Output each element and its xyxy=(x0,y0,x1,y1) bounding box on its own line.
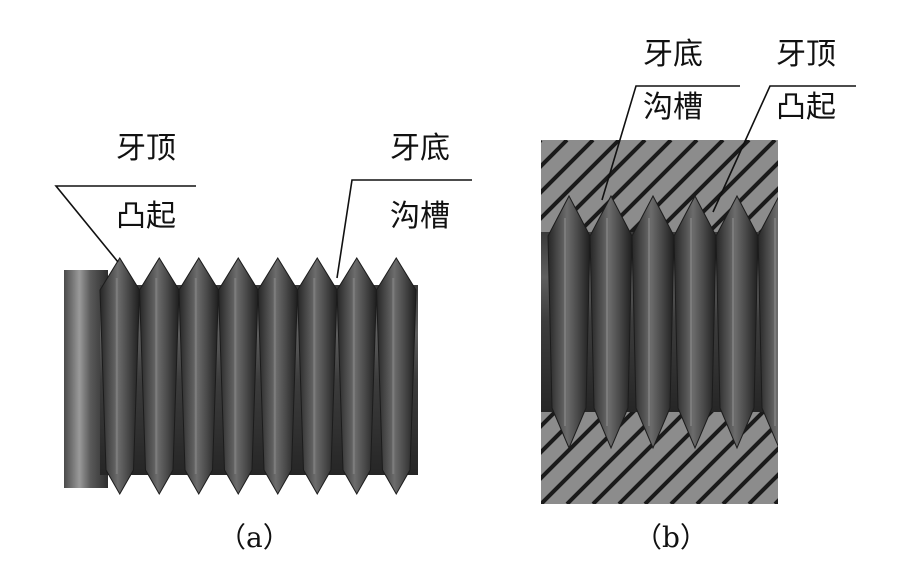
label-b-root-top: 牙底 xyxy=(643,37,703,72)
thread-tooth-b xyxy=(589,194,633,450)
label-a-root-bottom: 沟槽 xyxy=(390,199,450,234)
caption-b: （b） xyxy=(634,521,708,554)
hatch-line xyxy=(801,140,899,504)
leader-crest-a xyxy=(54,185,196,263)
thread-tooth-a xyxy=(257,257,299,496)
figure-b-section xyxy=(541,140,899,504)
thread-tooth-b xyxy=(715,194,759,450)
hatch-line xyxy=(541,140,647,247)
hatch-line xyxy=(541,140,621,221)
label-b-crest-top: 牙顶 xyxy=(776,37,836,72)
thread-tooth-a xyxy=(99,257,141,496)
figure-a-thread xyxy=(64,257,418,496)
label-a-root-top: 牙底 xyxy=(390,131,450,166)
thread-tooth-b xyxy=(547,194,591,450)
thread-tooth-a xyxy=(217,257,259,496)
leader-root-a xyxy=(336,179,472,279)
hatch-line xyxy=(773,498,778,504)
hatch-line xyxy=(541,140,699,299)
hatch-line xyxy=(617,342,778,504)
hatch-line xyxy=(643,368,778,504)
hatch-line xyxy=(669,394,778,504)
thread-tooth-b xyxy=(673,194,717,450)
thread-tooth-b xyxy=(757,196,778,447)
leader-root-b xyxy=(601,85,740,201)
hatch-line xyxy=(879,140,899,504)
thread-tooth-a xyxy=(336,257,378,496)
thread-tooth-b xyxy=(631,194,675,450)
hatch-line xyxy=(827,140,899,504)
label-a-crest-top: 牙顶 xyxy=(116,131,176,166)
thread-tooth-a xyxy=(138,257,180,496)
thread-teeth-b xyxy=(541,194,778,450)
thread-tooth-a xyxy=(375,257,417,496)
label-b-crest-bottom: 凸起 xyxy=(776,90,836,125)
label-b-root-bottom: 沟槽 xyxy=(643,90,703,125)
hatch-line xyxy=(695,420,778,504)
label-a-crest-bottom: 凸起 xyxy=(116,199,176,234)
thread-teeth-a xyxy=(99,257,417,496)
thread-tooth-a xyxy=(178,257,220,496)
leaders-b xyxy=(601,85,856,213)
caption-a: （a） xyxy=(218,521,291,554)
leader-crest-b xyxy=(712,85,856,213)
leaders-a xyxy=(54,179,472,279)
hatch-line xyxy=(853,140,899,504)
thread-tooth-a xyxy=(296,257,338,496)
hatch-line xyxy=(541,140,725,325)
